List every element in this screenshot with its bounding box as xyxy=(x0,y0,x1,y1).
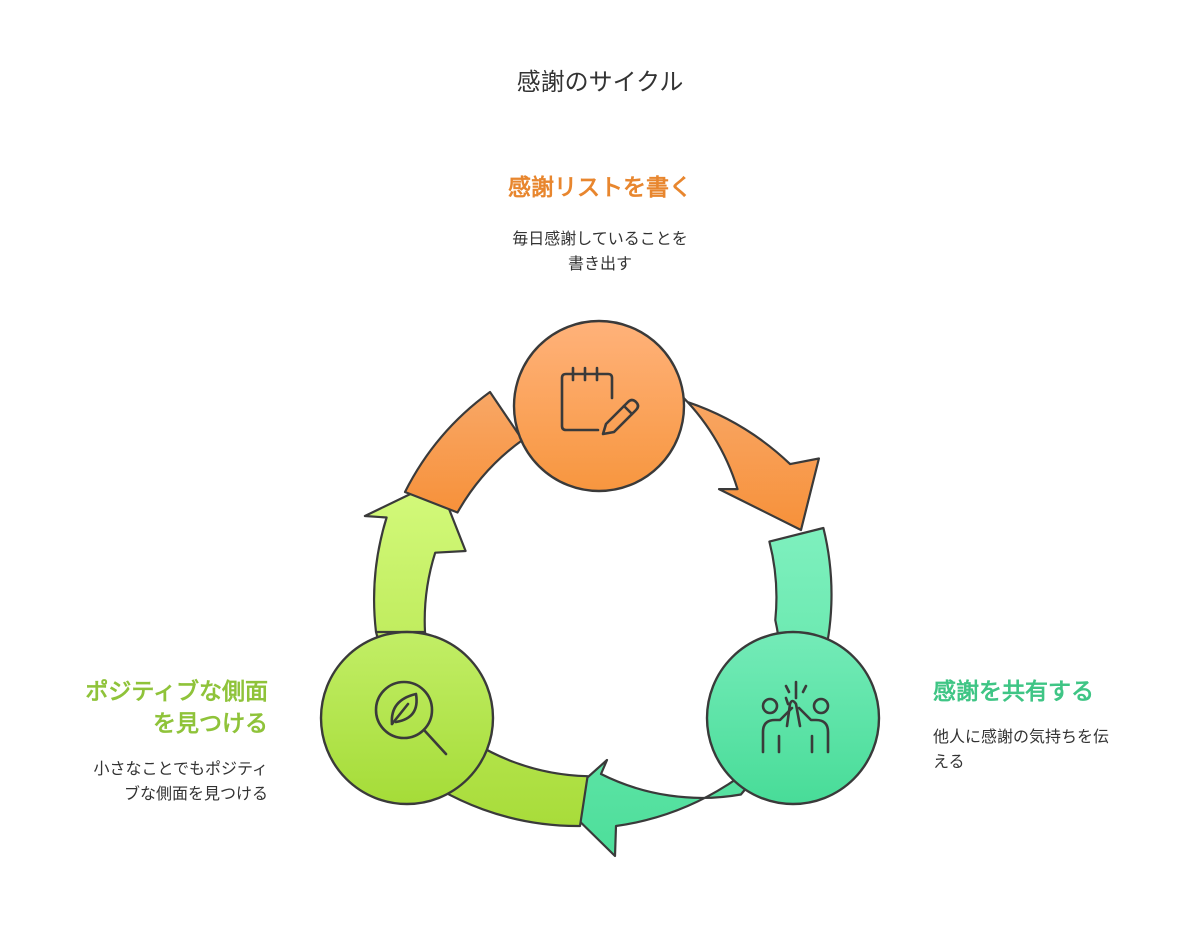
step-positive-description-line: ブな側面を見つける xyxy=(123,784,268,803)
step-share-description: 他人に感謝の気持ちを伝 える xyxy=(933,724,1173,774)
diagram-title: 感謝のサイクル xyxy=(516,68,684,96)
step-share-block: 感謝を共有する 他人に感謝の気持ちを伝 える xyxy=(933,676,1173,774)
notepad-pencil-icon xyxy=(560,366,640,436)
step-write-description-line: 書き出す xyxy=(567,254,632,273)
step-write-block: 感謝リストを書く 毎日感謝していることを 書き出す xyxy=(420,172,780,276)
step-positive-description: 小さなことでもポジティ ブな側面を見つける xyxy=(20,756,268,806)
high-five-icon xyxy=(761,680,830,754)
leaf-magnifier-icon xyxy=(374,680,448,756)
step-positive-heading-line: ポジティブな側面 xyxy=(85,679,268,705)
step-share-heading: 感謝を共有する xyxy=(933,679,1094,705)
circle-write xyxy=(512,319,686,493)
step-positive-block: ポジティブな側面 を見つける 小さなことでもポジティ ブな側面を見つける xyxy=(20,676,268,806)
step-positive-heading: ポジティブな側面 を見つける xyxy=(20,676,268,740)
step-positive-heading-line: を見つける xyxy=(153,711,268,737)
step-positive-description-line: 小さなことでもポジティ xyxy=(93,759,268,778)
step-write-heading: 感謝リストを書く xyxy=(508,175,692,201)
arrow-write-to-share xyxy=(675,390,820,532)
arrow-positive-to-write-upper xyxy=(403,390,524,514)
step-share-description-line: 他人に感謝の気持ちを伝 xyxy=(933,727,1110,746)
step-write-description-line: 毎日感謝していることを xyxy=(512,229,688,248)
step-share-description-line: える xyxy=(933,752,965,771)
step-write-description: 毎日感謝していることを 書き出す xyxy=(420,226,780,276)
circle-share xyxy=(705,630,881,806)
